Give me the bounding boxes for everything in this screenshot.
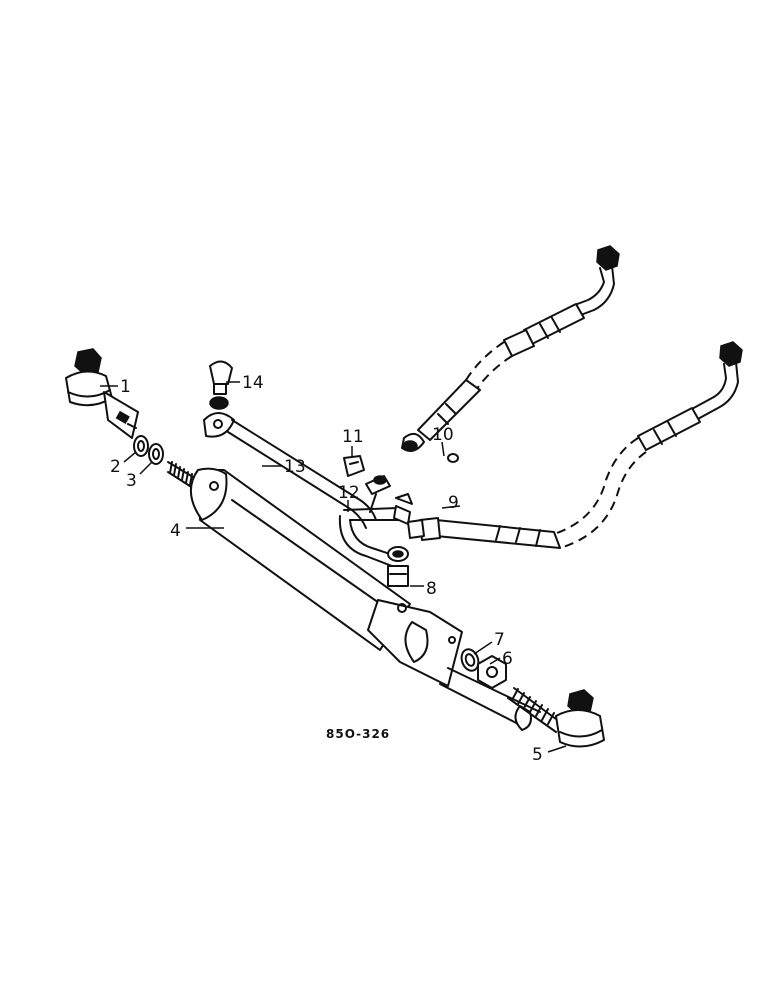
callout-3: 3 xyxy=(126,471,137,491)
nut-6 xyxy=(477,655,507,689)
callout-5: 5 xyxy=(532,745,543,765)
tube-assembly-12 xyxy=(338,475,411,567)
callout-7: 7 xyxy=(494,630,505,650)
clip-11 xyxy=(343,455,413,505)
callout-11: 11 xyxy=(342,427,364,447)
drawing-code: 85O-326 xyxy=(326,727,390,741)
banjo-bolt-14 xyxy=(209,360,233,410)
tie-rod-end-right xyxy=(507,687,605,748)
hose-10 xyxy=(401,245,620,463)
callout-1: 1 xyxy=(120,377,131,397)
callout-4: 4 xyxy=(170,521,181,541)
callout-13: 13 xyxy=(284,457,306,477)
callouts: 1 2 3 4 5 6 7 8 9 10 11 12 13 14 xyxy=(110,373,543,765)
washer-2 xyxy=(133,435,149,457)
callout-8: 8 xyxy=(426,579,437,599)
callout-2: 2 xyxy=(110,457,121,477)
fitting-8 xyxy=(387,546,409,587)
leader-lines xyxy=(100,381,567,753)
callout-6: 6 xyxy=(502,649,513,669)
callout-12: 12 xyxy=(338,483,360,503)
steering-cylinder xyxy=(167,461,541,731)
threaded-stud-right xyxy=(507,687,561,733)
hose-9 xyxy=(407,341,743,549)
callout-10: 10 xyxy=(432,425,454,445)
tie-rod-end-left xyxy=(65,348,139,439)
washer-3 xyxy=(148,443,164,465)
callout-9: 9 xyxy=(448,493,459,513)
washer-7 xyxy=(460,648,480,672)
callout-14: 14 xyxy=(242,373,264,393)
